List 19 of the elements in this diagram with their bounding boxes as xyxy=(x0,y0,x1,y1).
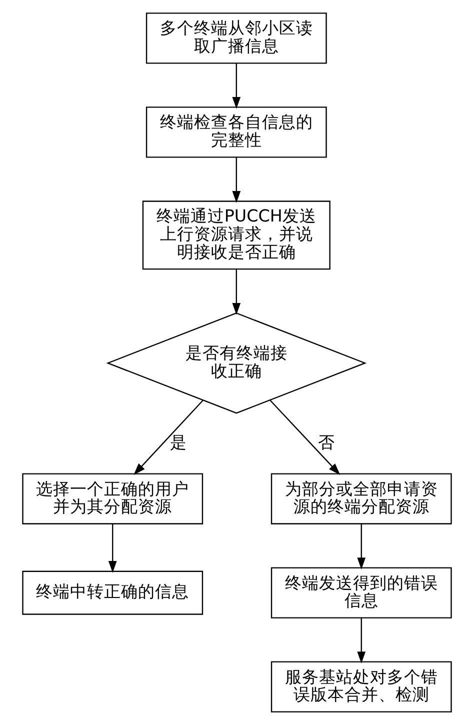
edge-label: 否 xyxy=(318,432,335,452)
node-diamond: 是否有终端接收正确 xyxy=(106,312,367,414)
node-box: 多个终端从邻小区读取广播信息 xyxy=(146,12,327,64)
arrow xyxy=(134,400,204,476)
arrow xyxy=(357,618,366,664)
arrow xyxy=(357,524,366,570)
node-box: 终端中转正确的信息 xyxy=(22,570,204,615)
node-box: 终端发送得到的错误信息 xyxy=(270,567,452,618)
arrow xyxy=(232,63,241,109)
node-box: 终端通过PUCCH发送上行资源请求，并说明接收是否正确 xyxy=(142,200,330,270)
arrow xyxy=(232,269,241,315)
arrow xyxy=(108,524,117,573)
node-box: 终端检查各自信息的完整性 xyxy=(146,106,327,158)
node-box: 选择一个正确的用户并为其分配资源 xyxy=(22,473,204,524)
node-box: 为部分或全部申请资源的终端分配资源 xyxy=(270,473,452,524)
arrow xyxy=(270,400,340,475)
arrow xyxy=(232,157,241,203)
edge-label: 是 xyxy=(170,432,188,452)
node-box: 服务基站处对多个错误版本合并、检测 xyxy=(270,661,452,712)
